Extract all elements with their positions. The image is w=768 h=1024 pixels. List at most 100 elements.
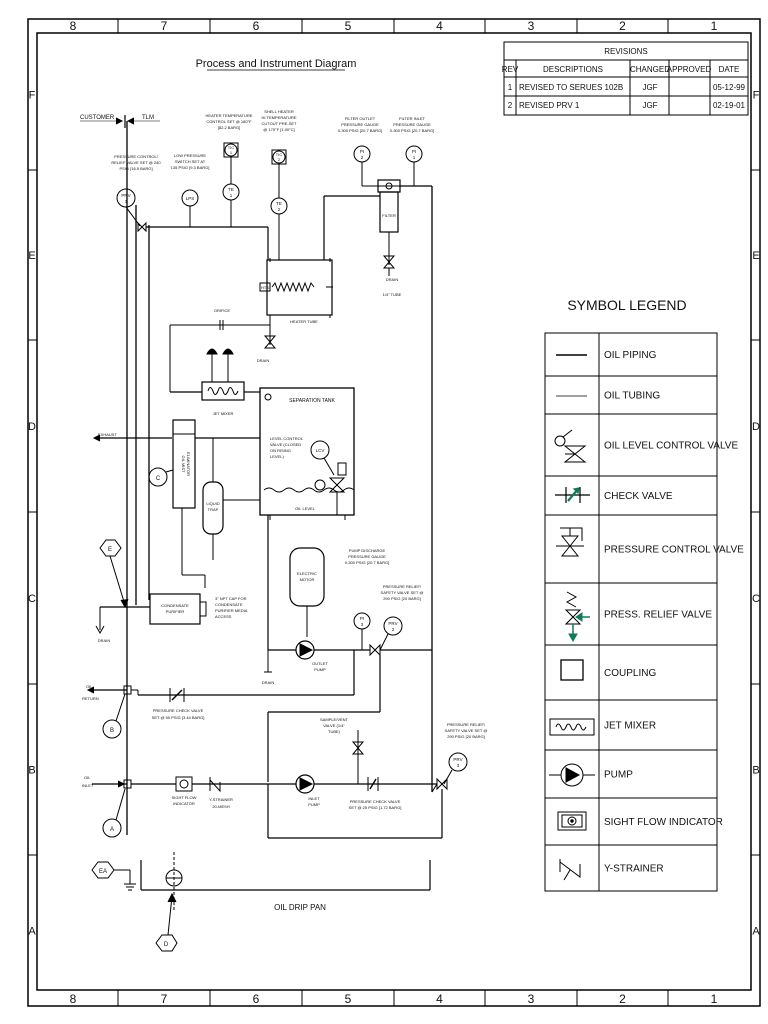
zone-col-bottom-3: 3 — [528, 992, 535, 1006]
sight-flow-indicator-icon — [557, 811, 587, 831]
legend-label-y-strainer: Y-STRAINER — [604, 864, 664, 875]
zone-col-bottom-4: 4 — [436, 992, 443, 1006]
legend-title: SYMBOL LEGEND — [567, 297, 686, 313]
rev-2-description: REVISED PRV 1 — [519, 101, 580, 110]
zone-col-bottom-7: 7 — [161, 992, 168, 1006]
zone-row-right-B: B — [752, 765, 759, 777]
date-col-header: DATE — [719, 65, 740, 74]
filter-label: FILTER — [382, 213, 396, 218]
legend-label-pressure-relief-valve: PRESS. RELIEF VALVE — [604, 610, 712, 621]
inlet-pump-line2: PUMP — [308, 802, 320, 807]
desc-col-header: DESCRIPTIONS — [543, 65, 603, 74]
sample-note-line2: VALVE (1/4" — [323, 723, 345, 728]
prv3-tag-bottom: 3 — [457, 763, 460, 768]
te2-tag-top: TE — [276, 201, 282, 206]
lcv-tag: LCV — [316, 448, 325, 453]
lps-note-line1: LOW PRESSURE — [174, 153, 207, 158]
zone-row-left-B: B — [28, 765, 35, 777]
outlet-pump-line2: PUMP — [314, 667, 326, 672]
prv1-tag-top: PRV — [121, 193, 130, 198]
zone-col-top-1: 1 — [711, 19, 718, 33]
liquid-trap-label-line2: TRAP — [208, 507, 219, 512]
zone-col-bottom-8: 8 — [70, 992, 77, 1006]
outlet-pump-line1: OUTLET — [312, 661, 328, 666]
pressure-control-valve-icon — [556, 527, 584, 557]
zone-col-top-8: 8 — [70, 19, 77, 33]
y-strainer-line2: 20-MESH — [212, 804, 229, 809]
oil-inlet-line2: INLET — [82, 783, 94, 788]
hts-tag: HTS — [261, 285, 269, 290]
tlm-label: TLM — [142, 115, 154, 121]
prv2-note-line3: 290 PSIG [20 BARG] — [383, 596, 421, 601]
condensate-purifier-line1: CONDENSATE — [161, 603, 189, 608]
revisions-heading: REVISIONS — [604, 47, 648, 56]
rev-2-date: 02-19-01 — [713, 101, 746, 110]
zone-col-bottom-2: 2 — [619, 992, 626, 1006]
legend-label-pump: PUMP — [604, 770, 633, 781]
heater-note-line2: CONTROL SET @ 180°F — [206, 119, 252, 124]
shell-note-line3: CUTOUT PRE-SET — [262, 121, 298, 126]
level-control-note-line1: LEVEL CONTROL — [270, 436, 304, 441]
zone-col-bottom-6: 6 — [253, 992, 260, 1006]
diagram-labels: CUSTOMER TLM PRESSURE CONTROL/ RELIEF VA… — [80, 109, 487, 948]
inner-border — [36, 32, 752, 991]
tic1-tag-top: TIC — [228, 145, 235, 150]
approved-col-header: APPROVED — [667, 65, 712, 74]
heater-note-line3: [82.2 BARG] — [218, 125, 240, 130]
pressure-relief-valve-icon — [564, 591, 590, 643]
heater-tube-label: HEATER TUBE — [290, 319, 318, 324]
npt-note-line3: PURIFIER MEDIA — [215, 608, 248, 613]
zone-col-bottom-1: 1 — [711, 992, 718, 1006]
shell-note-line1: SHELL HEATER — [264, 109, 294, 114]
zone-row-left-E: E — [28, 250, 35, 262]
te2-tag-bottom: 2 — [278, 207, 281, 212]
rev-1-date: 05-12-99 — [713, 83, 746, 92]
oil-mist-label-line2: ELIMINATOR — [186, 452, 191, 476]
connection-b: B — [110, 728, 114, 734]
pi1-tag-bottom: 1 — [413, 155, 416, 160]
customer-label: CUSTOMER — [80, 115, 115, 121]
y-strainer-line1: Y-STRAINER — [209, 797, 233, 802]
jet-mixer-icon — [549, 718, 595, 736]
filter-outlet-note-line1: FILTER OUTLET — [345, 116, 376, 121]
check1-note-line1: PRESSURE CHECK VALVE — [153, 708, 204, 713]
legend-label-jet-mixer: JET MIXER — [604, 721, 656, 732]
oil-drip-pan-label: OIL DRIP PAN — [274, 903, 326, 912]
te1-tag-bottom: 1 — [230, 193, 233, 198]
diagram-title: Process and Instrument Diagram — [196, 58, 357, 70]
shell-note-line4: @ 175°F [1.00°C] — [263, 127, 295, 132]
prv3-tag-top: PRV — [453, 757, 462, 762]
level-control-valve-icon — [554, 429, 587, 463]
prv3-note-line2: SAFETY VALVE SET @ — [445, 728, 488, 733]
connection-a: A — [110, 827, 114, 833]
shell-note-line2: HI TEMPERATURE — [262, 115, 297, 120]
pi3-tag-top: PI — [360, 616, 364, 621]
tic1-tag-bottom: 1 — [230, 150, 233, 155]
npt-note-line4: ACCESS — [215, 614, 232, 619]
pump-discharge-note-line3: 0-300 PSIG [20.7 BARG] — [345, 560, 389, 565]
level-control-note-line2: VALVE (CLOSED — [270, 442, 301, 447]
filter-inlet-note-line2: PRESSURE GAUGE — [393, 122, 431, 127]
filter-outlet-note-line2: PRESSURE GAUGE — [341, 122, 379, 127]
check-valve-icon — [555, 487, 590, 503]
electric-motor-line1: ELECTRIC — [297, 571, 317, 576]
pi2-tag-bottom: 2 — [361, 155, 364, 160]
legend-label-level-control-valve: OIL LEVEL CONTROL VALVE — [604, 441, 738, 452]
heater-note-line1: HEATER TEMPERATURE — [206, 113, 253, 118]
filter-inlet-note-line3: 0-300 PSIG [20.7 BARG] — [390, 128, 434, 133]
pump-icon — [549, 763, 595, 787]
prv1-tag-bottom: 1 — [125, 199, 128, 204]
connection-c: C — [156, 476, 161, 482]
liquid-trap-label-line1: LIQUID — [206, 501, 219, 506]
orifice-label: ORIFICE — [214, 308, 231, 313]
level-control-note-line4: LEVEL) — [270, 454, 284, 459]
zone-row-right-A: A — [752, 926, 760, 938]
jet-mixer — [201, 381, 245, 401]
prv2-tag-bottom: 2 — [392, 627, 395, 632]
legend-label-check-valve: CHECK VALVE — [604, 491, 673, 502]
connection-ea: EA — [99, 869, 107, 875]
prv1-tag — [116, 188, 136, 208]
coupling-icon — [560, 659, 584, 681]
